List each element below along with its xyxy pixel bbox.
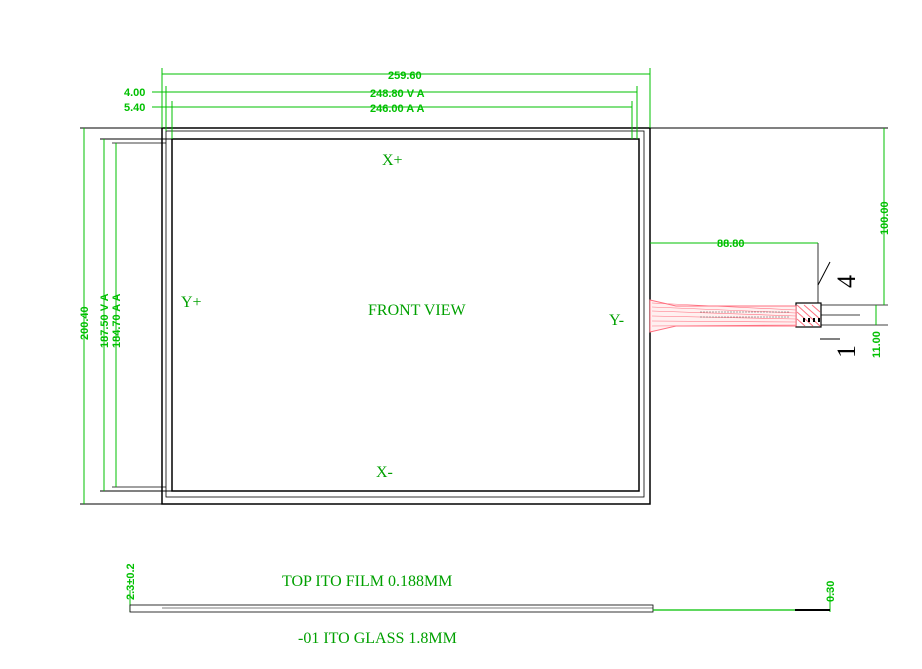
glass-label: -01 ITO GLASS 1.8MM [298, 630, 457, 647]
y-plus-label: Y+ [181, 294, 202, 311]
film-thickness-label: 0.30 [825, 581, 837, 602]
front-view-label: FRONT VIEW [368, 302, 467, 319]
va-height-label: 187.50 V A [99, 293, 111, 348]
side-view [129, 604, 830, 613]
pin-one-label: 1 [832, 345, 861, 358]
flex-cable [649, 299, 821, 333]
offset-b-label: 5.40 [124, 102, 145, 114]
va-width-label: 248.80 V A [370, 88, 425, 100]
glass-thickness-label: 2.3±0.2 [125, 563, 137, 600]
overall-width-label: 259.60 [388, 70, 422, 82]
top-film-label: TOP ITO FILM 0.188MM [282, 573, 452, 590]
x-plus-label: X+ [382, 152, 403, 169]
panel-outline [80, 127, 888, 505]
aa-height-label: 184.70 A A [111, 294, 123, 348]
overall-height-label: 200.40 [79, 306, 91, 340]
dimension-lines [83, 68, 885, 612]
offset-a-label: 4.00 [124, 87, 145, 99]
y-minus-label: Y- [609, 312, 624, 329]
tail-length-label: 88.80 [717, 238, 745, 250]
x-minus-label: X- [376, 464, 393, 481]
tail-width-label: 11.00 [871, 331, 883, 358]
pin-four-label: 4 [832, 275, 861, 288]
tail-height-label: 100.00 [879, 201, 891, 235]
aa-width-label: 246.00 A A [370, 103, 424, 115]
